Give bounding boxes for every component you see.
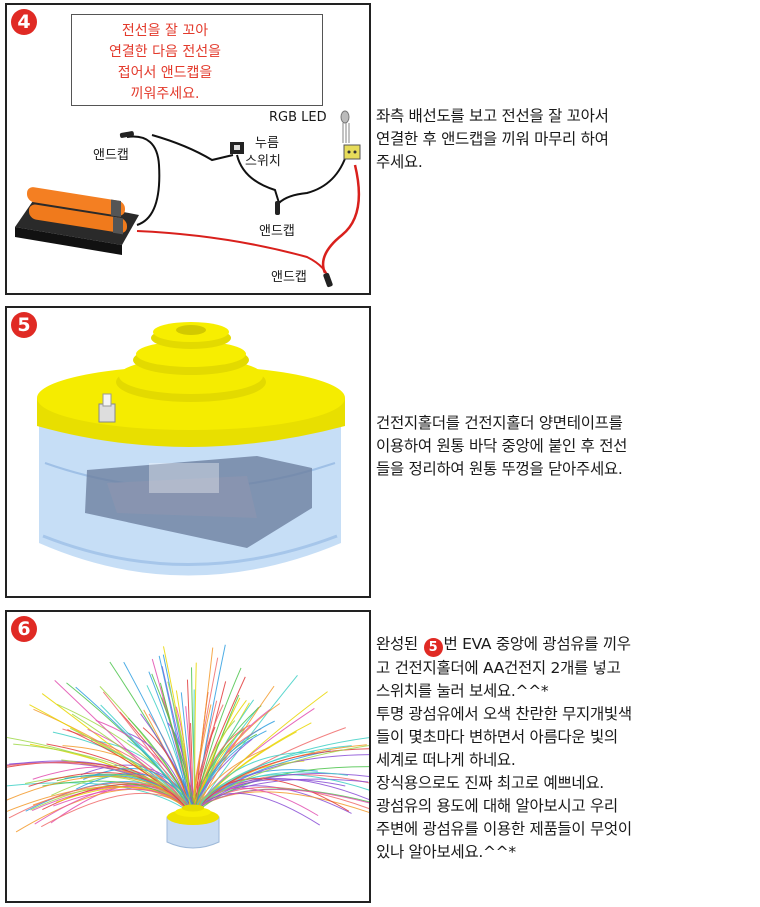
step4-panel: 4 전선을 잘 꼬아 연결한 다음 전선을 접어서 앤드캡을 끼워주세요. RG… [5,3,371,295]
label-end-cap-bottom: 앤드캡 [271,270,307,285]
desc-suffix: 번 EVA 중앙에 광섬유를 끼우 [443,635,632,653]
black-wire-switch-out [236,154,280,204]
fiber-strand [151,673,197,813]
fiber-strand [53,788,195,813]
note-text: 전선을 잘 꼬아 연결한 다음 전선을 접어서 앤드캡을 끼워주세요. [80,21,250,105]
desc-line: 들을 정리하여 원통 뚜껑을 닫아주세요. [376,460,623,478]
step5-badge: 5 [11,312,37,338]
note-line: 끼워주세요. [130,86,200,102]
fiber-strand [67,729,191,813]
desc-line: 스위치를 눌러 보세요.^^* [376,682,549,700]
desc-line: 좌측 배선도를 보고 전선을 잘 꼬아서 [376,107,609,125]
desc-prefix: 완성된 [376,635,418,653]
desc-line: 주세요. [376,153,423,171]
lamp-base [166,804,220,849]
desc-line: 고 건전지홀더에 AA건전지 2개를 넣고 [376,659,621,677]
fiber-strand [7,762,196,813]
fiber-optic-lamp-illustration [7,644,369,849]
desc-line: 이용하여 원통 바닥 중앙에 붙인 후 전선 [376,437,628,455]
desc-line: 들이 몇초마다 변하면서 아름다운 빛의 [376,728,618,746]
black-wire-led [278,152,348,204]
inline-step5-badge: 5 [423,638,443,657]
desc-line: 주변에 광섬유를 이용한 제품들이 무엇이 [376,820,632,838]
step5-description: 건전지홀더를 건전지홀더 양면테이프를 이용하여 원통 바닥 중앙에 붙인 후 … [376,412,756,481]
red-wire-led [321,164,361,274]
desc-line: 광섬유의 용도에 대해 알아보시고 우리 [376,797,618,815]
label-end-cap-mid: 앤드캡 [259,224,295,239]
instruction-note: 전선을 잘 꼬아 연결한 다음 전선을 접어서 앤드캡을 끼워주세요. [71,14,323,106]
step6-panel: 6 [5,610,371,903]
push-switch-icon [230,142,244,154]
push-switch-icon [98,393,116,423]
fiber-strand [189,789,369,813]
desc-line: 세계로 떠나게 하네요. [376,751,516,769]
label-rgb-led: RGB LED [269,110,327,125]
fiber-strand [194,773,369,813]
fiber-strand [175,690,191,813]
desc-line: 있나 알아보세요.^^* [376,843,516,861]
center-hole [176,325,206,335]
cylinder-base-rim [42,534,338,566]
battery-holder-icon [15,187,139,255]
fiber-strand [100,704,195,813]
fiber-strand [191,746,270,813]
desc-line: 투명 광섬유에서 오색 찬란한 무지개빛색 [376,705,632,723]
fiber-strand [140,713,197,813]
label-switch-line2: 스위치 [245,154,281,169]
fiber-strand [123,661,196,813]
desc-line: 장식용으로도 진짜 최고로 예쁘네요. [376,774,604,792]
fiber-strand [194,662,197,813]
step4-description: 좌측 배선도를 보고 전선을 잘 꼬아서 연결한 후 앤드캡을 끼워 마무리 하… [376,105,756,174]
fiber-strand [99,686,196,813]
end-cap-mid-icon [275,201,280,215]
end-cap-left-icon [119,131,134,138]
note-line: 연결한 다음 전선을 [109,44,221,60]
desc-line: 건전지홀더를 건전지홀더 양면테이프를 [376,414,623,432]
fiber-strand [7,786,192,813]
label-switch-line1: 누름 [255,136,279,151]
fiber-strand [8,782,195,819]
fiber-strand [194,685,275,813]
fiber-strand [194,667,242,813]
black-wire-switch [151,134,234,162]
note-line: 전선을 잘 꼬아 [121,23,209,39]
fiber-bundle [7,644,369,833]
rgb-led-icon [340,110,361,160]
note-line: 접어서 앤드캡을 [117,65,213,81]
end-cap-bottom-icon [323,272,333,288]
label-end-cap-left: 앤드캡 [93,148,129,163]
step6-badge: 6 [11,616,37,642]
fiber-strand [7,782,190,813]
desc-line: 연결한 후 앤드캡을 끼워 마무리 하여 [376,130,609,148]
step4-badge: 4 [11,9,37,35]
fiber-strand [126,732,191,813]
cylinder-illustration [37,322,345,576]
black-wire-battery [126,135,161,226]
fiber-strand [195,751,315,813]
step5-panel: 5 [5,306,371,598]
